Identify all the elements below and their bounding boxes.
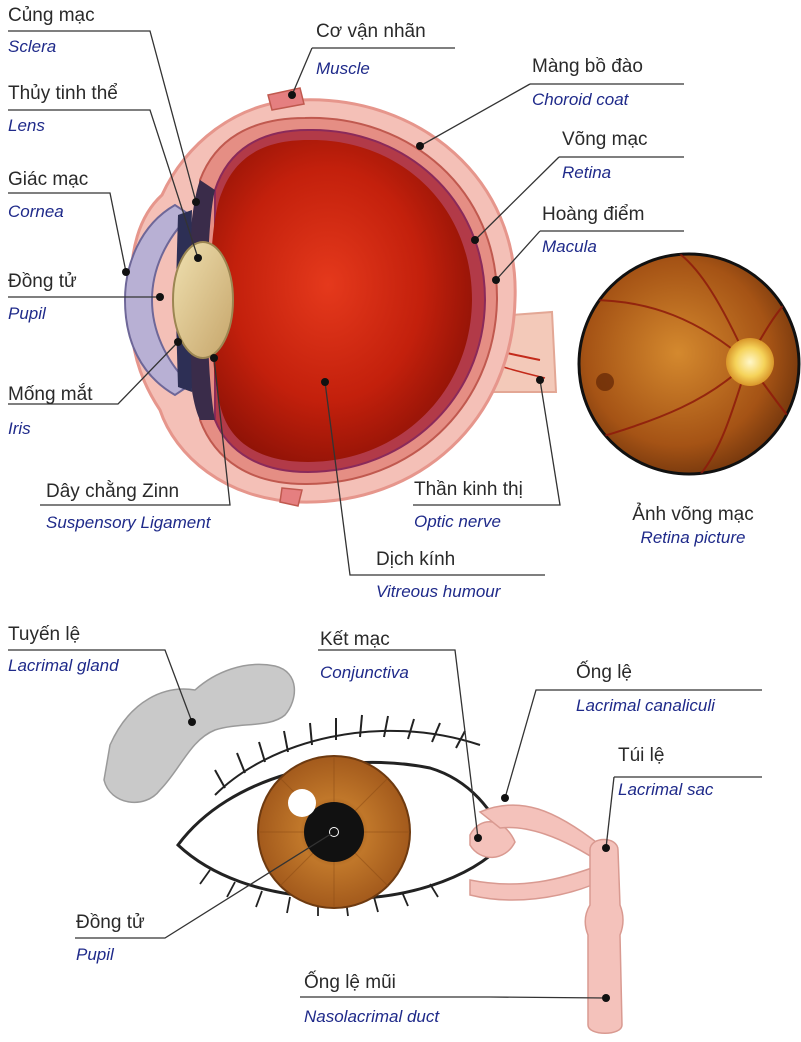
label-macula-vi: Hoàng điểm — [542, 205, 644, 224]
optic-disc — [726, 338, 774, 386]
label-ligament-en: Suspensory Ligament — [46, 514, 210, 531]
macula-spot — [596, 373, 614, 391]
label-conjunctiva-vi: Kết mạc — [320, 630, 390, 649]
label-lens-en: Lens — [8, 117, 45, 134]
label-cornea-en: Cornea — [8, 203, 64, 220]
retina-photo — [579, 254, 800, 475]
label-canaliculi-vi: Ống lệ — [576, 663, 632, 682]
label-muscle-vi: Cơ vận nhãn — [316, 22, 426, 41]
label-conjunctiva-en: Conjunctiva — [320, 664, 409, 681]
label-retina-vi: Võng mạc — [562, 130, 648, 149]
label-iris-vi: Mống mắt — [8, 385, 92, 404]
label-lacrimal-gland-en: Lacrimal gland — [8, 657, 119, 674]
label-pupil-top-en: Pupil — [8, 305, 46, 322]
label-ligament-vi: Dây chằng Zinn — [46, 482, 179, 501]
label-optic-en: Optic nerve — [414, 513, 501, 530]
label-sclera-vi: Củng mạc — [8, 6, 95, 25]
lacrimal-sac-duct — [585, 840, 623, 1034]
label-retina-picture-vi: Ảnh võng mạc — [598, 505, 788, 524]
label-pupil-bottom-vi: Đồng tử — [76, 913, 145, 932]
label-optic-vi: Thần kinh thị — [414, 480, 523, 499]
label-canaliculi-en: Lacrimal canaliculi — [576, 697, 715, 714]
label-macula-en: Macula — [542, 238, 597, 255]
label-nasolacrimal-en: Nasolacrimal duct — [304, 1008, 439, 1025]
label-lacrimal-gland-vi: Tuyến lệ — [8, 625, 80, 644]
label-sclera-en: Sclera — [8, 38, 56, 55]
label-sac-en: Lacrimal sac — [618, 781, 713, 798]
label-cornea-vi: Giác mạc — [8, 170, 88, 189]
label-iris-en: Iris — [8, 420, 31, 437]
label-retina-en: Retina — [562, 164, 611, 181]
lens-shape — [173, 242, 233, 358]
label-pupil-top-vi: Đồng tử — [8, 272, 77, 291]
label-vitreous-en: Vitreous humour — [376, 583, 500, 600]
label-choroid-en: Choroid coat — [532, 91, 628, 108]
label-sac-vi: Túi lệ — [618, 746, 664, 765]
highlight — [288, 789, 316, 817]
label-muscle-en: Muscle — [316, 60, 370, 77]
label-nasolacrimal-vi: Ống lệ mũi — [304, 973, 396, 992]
label-choroid-vi: Màng bồ đào — [532, 57, 643, 76]
label-retina-picture-en: Retina picture — [598, 529, 788, 546]
eye-cross-section — [125, 88, 556, 506]
label-lens-vi: Thủy tinh thể — [8, 84, 118, 103]
label-vitreous-vi: Dịch kính — [376, 550, 455, 569]
label-pupil-bottom-en: Pupil — [76, 946, 114, 963]
